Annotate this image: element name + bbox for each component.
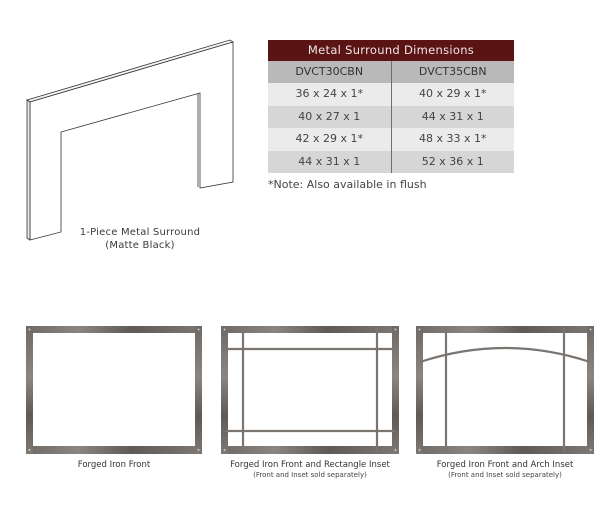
surround-caption-title: 1-Piece Metal Surround — [79, 227, 201, 238]
front-title: Forged Iron Front and Arch Inset — [436, 460, 574, 470]
table-header-row: DVCT30CBN DVCT35CBN — [268, 61, 514, 83]
front-subtitle: (Front and Inset sold separately) — [253, 471, 367, 479]
table-cell: 52 x 36 x 1 — [421, 154, 484, 168]
table-row: 42 x 29 x 1* 48 x 33 x 1* — [268, 128, 514, 151]
front-caption: Forged Iron Front and Arch Inset (Front … — [406, 460, 604, 480]
forged-iron-front-image — [26, 326, 202, 454]
table-title: Metal Surround Dimensions — [268, 40, 514, 61]
column-header: DVCT30CBN — [268, 61, 392, 83]
column-header: DVCT35CBN — [418, 65, 487, 78]
table-cell: 44 x 31 x 1 — [268, 150, 392, 173]
table-cell: 40 x 29 x 1* — [419, 87, 487, 100]
table-cell: 36 x 24 x 1* — [268, 83, 392, 106]
table-row: 44 x 31 x 1 52 x 36 x 1 — [268, 150, 514, 173]
table-cell: 44 x 31 x 1 — [421, 109, 484, 123]
forged-iron-arch-inset-image — [416, 326, 594, 454]
front-caption: Forged Iron Front — [26, 460, 202, 470]
metal-surround-drawing — [26, 39, 234, 241]
surround-caption: 1-Piece Metal Surround (Matte Black) — [60, 226, 220, 252]
front-title: Forged Iron Front — [77, 460, 151, 470]
surround-caption-subtitle: (Matte Black) — [105, 240, 175, 251]
table-row: 40 x 27 x 1 44 x 31 x 1 — [268, 105, 514, 128]
table-cell: 40 x 27 x 1 — [268, 105, 392, 128]
table-cell: 42 x 29 x 1* — [268, 128, 392, 151]
front-subtitle: (Front and Inset sold separately) — [448, 471, 562, 479]
dimensions-table: Metal Surround Dimensions DVCT30CBN DVCT… — [268, 40, 514, 173]
front-caption: Forged Iron Front and Rectangle Inset (F… — [211, 460, 409, 480]
forged-iron-rectangle-inset-image — [221, 326, 399, 454]
table-cell: 48 x 33 x 1* — [419, 132, 487, 145]
table-note: *Note: Also available in flush — [268, 178, 427, 191]
table-row: 36 x 24 x 1* 40 x 29 x 1* — [268, 83, 514, 106]
front-title: Forged Iron Front and Rectangle Inset — [230, 460, 390, 470]
